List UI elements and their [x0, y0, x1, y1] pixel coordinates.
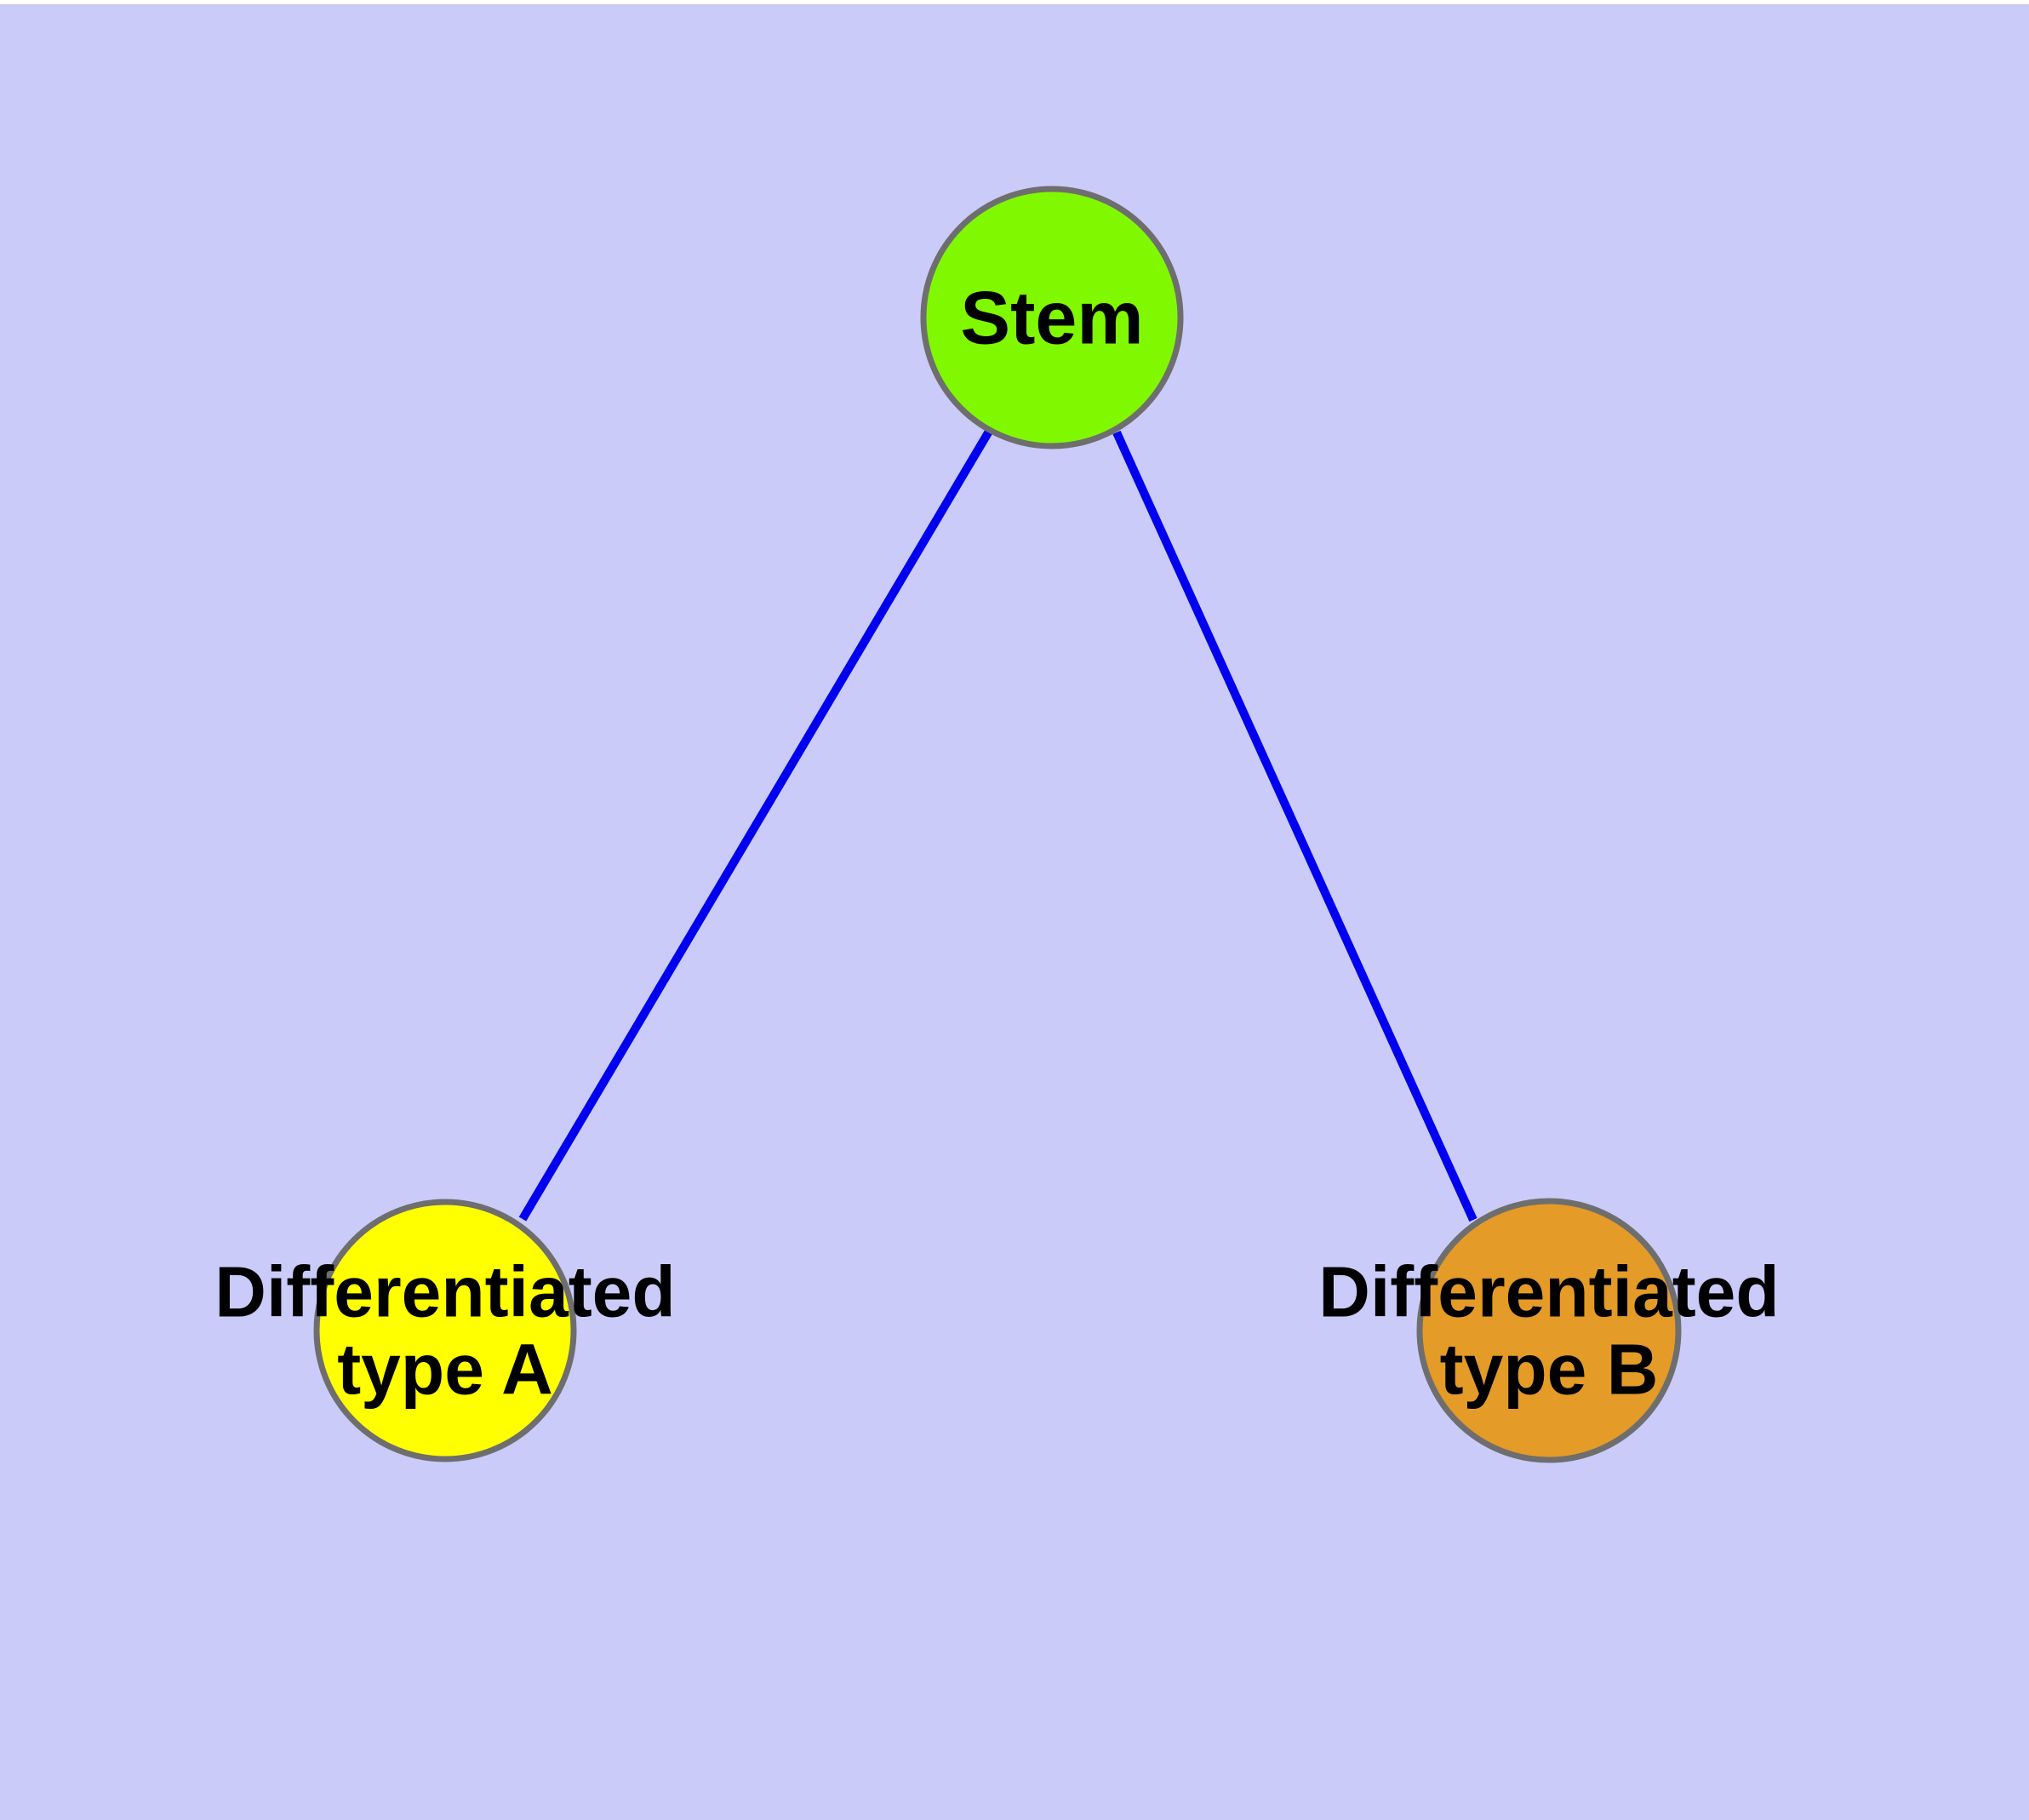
- edge-stem-to-differentiated-type-a[interactable]: [518, 427, 994, 1222]
- node-stem[interactable]: [920, 186, 1184, 449]
- node-differentiated-type-b[interactable]: [1416, 1198, 1682, 1463]
- edge-layer: [518, 427, 1477, 1222]
- edge-stem-to-differentiated-type-b[interactable]: [1112, 430, 1477, 1222]
- node-differentiated-type-a[interactable]: [313, 1199, 577, 1462]
- node-layer: [313, 186, 1682, 1463]
